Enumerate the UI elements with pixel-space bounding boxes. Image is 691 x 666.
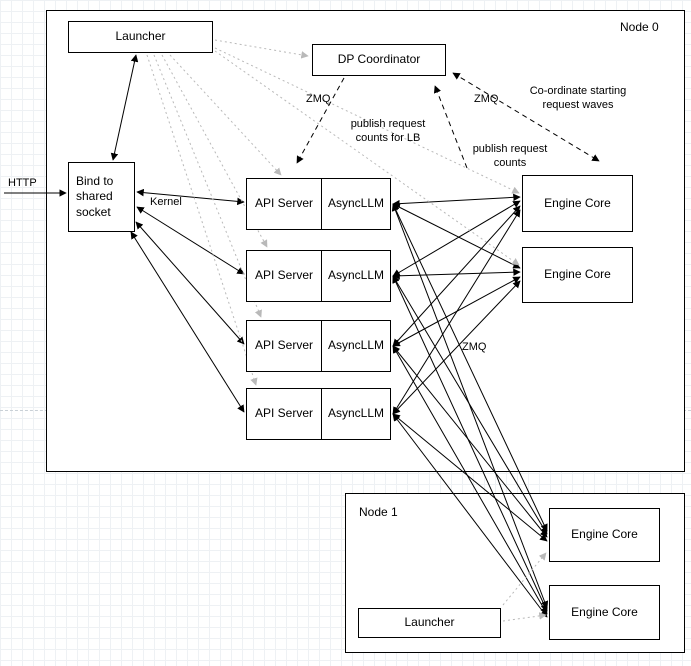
- coordinate-waves-label: Co-ordinate starting request waves: [529, 85, 627, 111]
- engine-core-node0-box-2: Engine Core: [522, 247, 633, 303]
- http-label: HTTP: [8, 177, 37, 189]
- publish-counts-label: publish request counts: [472, 143, 548, 169]
- bind-shared-socket-box: Bind to shared socket: [68, 162, 135, 232]
- async-llm-box-2: AsyncLLM: [321, 250, 391, 302]
- api-server-box-2: API Server: [246, 250, 322, 302]
- launcher-node0-box: Launcher: [68, 21, 213, 53]
- engine-core-node1-box-2: Engine Core: [549, 585, 660, 640]
- node1-label: Node 1: [359, 505, 398, 519]
- api-server-box-1: API Server: [246, 178, 322, 230]
- kernel-label: Kernel: [150, 196, 182, 208]
- launcher-node1-box: Launcher: [358, 608, 501, 638]
- zmq-label-mesh: ZMQ: [462, 341, 487, 353]
- api-server-box-3: API Server: [246, 320, 322, 372]
- publish-lb-label: publish request counts for LB: [350, 118, 426, 144]
- zmq-label-mid: ZMQ: [474, 93, 499, 105]
- node0-label: Node 0: [620, 20, 659, 34]
- async-llm-box-4: AsyncLLM: [321, 388, 391, 440]
- api-server-box-4: API Server: [246, 388, 322, 440]
- dp-coordinator-box: DP Coordinator: [312, 44, 446, 76]
- async-llm-box-3: AsyncLLM: [321, 320, 391, 372]
- engine-core-node1-box-1: Engine Core: [549, 508, 660, 562]
- zmq-label-left: ZMQ: [306, 93, 331, 105]
- async-llm-box-1: AsyncLLM: [321, 178, 391, 230]
- engine-core-node0-box-1: Engine Core: [522, 175, 633, 232]
